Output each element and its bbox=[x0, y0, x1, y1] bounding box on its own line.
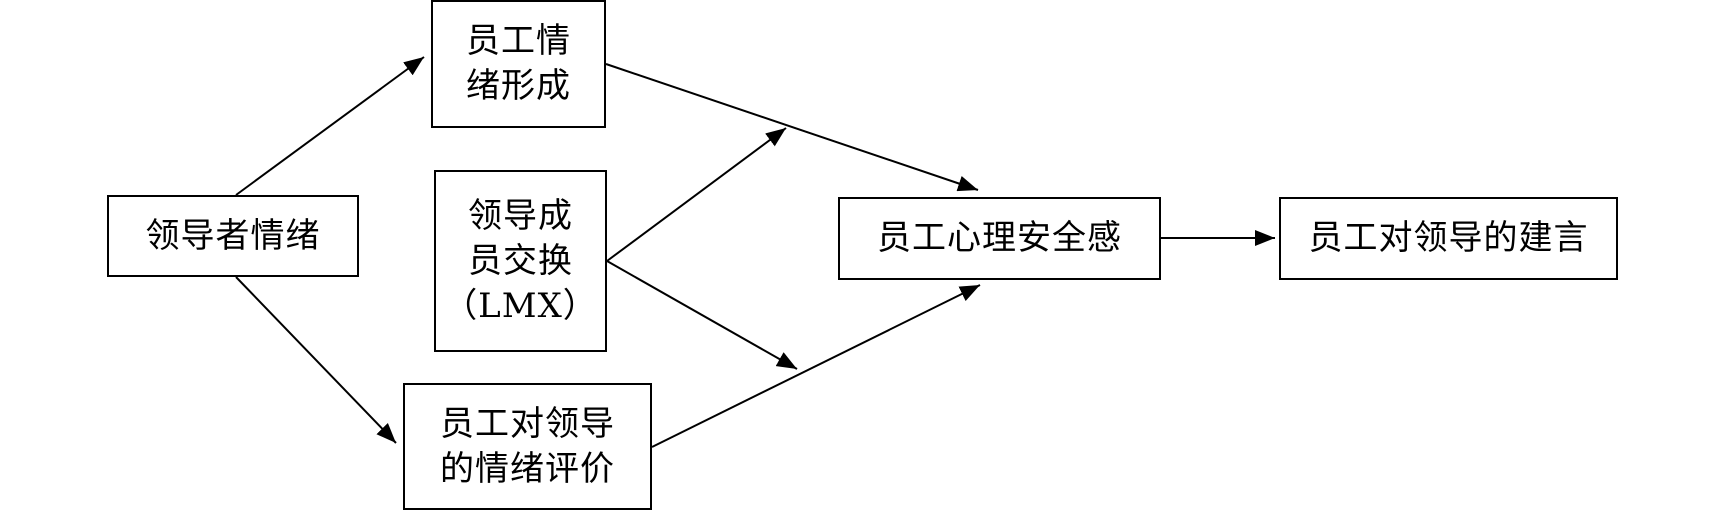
arrow-formation-to-safety bbox=[605, 63, 979, 192]
node-lmx: 领导成 员交换 （LMX） bbox=[434, 170, 607, 352]
node-leader-emotion-label: 领导者情绪 bbox=[145, 215, 321, 256]
arrow-leader-to-formation bbox=[235, 56, 425, 196]
node-lmx-label: 领导成 员交换 （LMX） bbox=[443, 195, 598, 326]
node-voice-to-leader: 员工对领导的建言 bbox=[1279, 197, 1618, 280]
node-leader-emotion: 领导者情绪 bbox=[107, 195, 359, 277]
node-employee-emotion-formation: 员工情 绪形成 bbox=[431, 0, 606, 128]
arrow-evaluation-to-safety bbox=[651, 284, 981, 448]
arrow-leader-to-evaluation bbox=[235, 276, 397, 444]
node-psychological-safety-label: 员工心理安全感 bbox=[877, 218, 1122, 258]
arrow-lmx-moderates-formation-path bbox=[606, 127, 787, 262]
node-employee-emotion-formation-label: 员工情 绪形成 bbox=[466, 21, 571, 106]
node-employee-emotion-evaluation-label: 员工对领导 的情绪评价 bbox=[440, 403, 615, 489]
node-psychological-safety: 员工心理安全感 bbox=[838, 197, 1161, 280]
node-voice-to-leader-label: 员工对领导的建言 bbox=[1308, 218, 1589, 258]
arrow-lmx-moderates-evaluation-path bbox=[606, 260, 798, 370]
node-employee-emotion-evaluation: 员工对领导 的情绪评价 bbox=[403, 383, 652, 510]
